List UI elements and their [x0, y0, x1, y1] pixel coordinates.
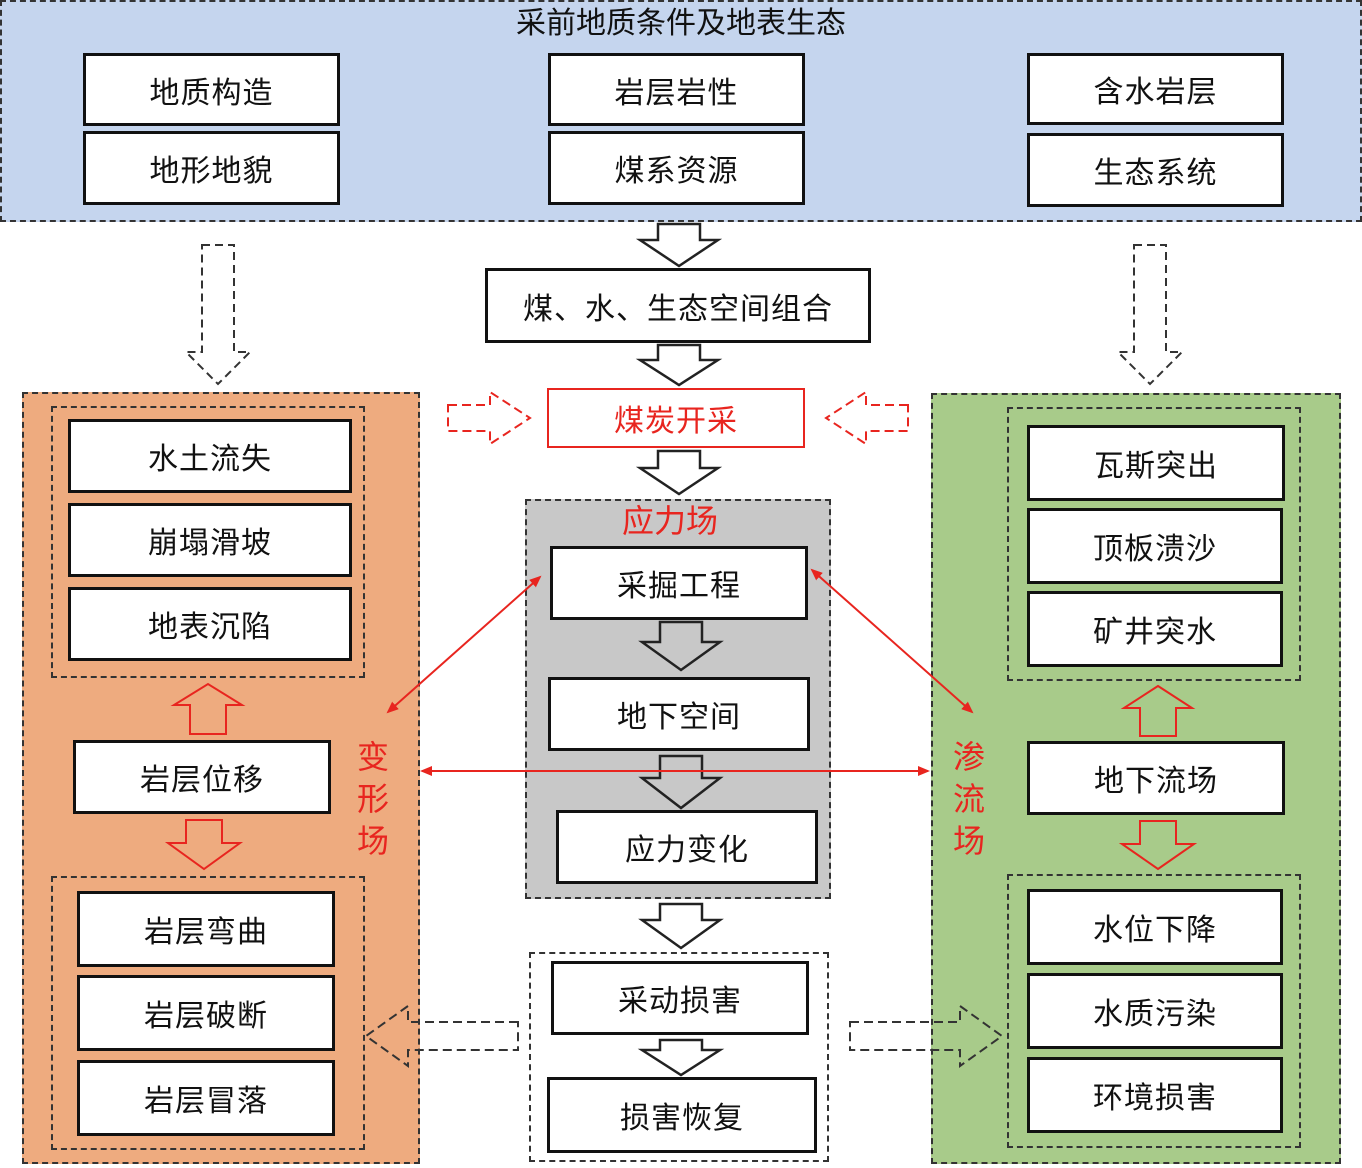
down-arrow-combo-to-mining: [635, 343, 723, 387]
box-underground-flow: 地下流场: [1027, 741, 1285, 815]
box-mine-water-inrush: 矿井突水: [1027, 591, 1283, 667]
box-damage-recovery: 损害恢复: [547, 1077, 817, 1153]
left-top-group: [51, 406, 365, 678]
box-ecosystem: 生态系统: [1027, 133, 1284, 207]
box-strata-displacement: 岩层位移: [73, 740, 331, 814]
box-coal-resources: 煤系资源: [548, 131, 805, 205]
down-arrow-damage-to-recovery: [637, 1038, 725, 1077]
down-arrow-dashed-right: [1115, 244, 1185, 386]
damage-panel: [529, 952, 829, 1162]
box-spatial-combination: 煤、水、生态空间组合: [485, 268, 871, 343]
down-arrow-top-to-combo: [635, 222, 723, 268]
red-link-excavation-deformation: [386, 575, 542, 714]
top-title: 采前地质条件及地表生态: [516, 6, 846, 41]
box-coal-mining: 煤炭开采: [547, 388, 805, 448]
box-water-level-drop: 水位下降: [1027, 889, 1283, 965]
down-arrow-dashed-left: [183, 244, 253, 386]
box-strata-fracture: 岩层破断: [77, 975, 335, 1051]
red-up-arrow-right: [1120, 684, 1196, 737]
red-down-arrow-left: [164, 819, 244, 871]
box-underground-space: 地下空间: [548, 677, 810, 751]
right-top-group: [1007, 407, 1301, 681]
down-arrow-excavation-to-space: [638, 620, 724, 672]
down-arrow-space-to-stress-change: [638, 754, 724, 810]
box-surface-subsidence: 地表沉陷: [68, 587, 352, 661]
box-environment-damage: 环境损害: [1027, 1057, 1283, 1133]
red-link-excavation-seepage: [810, 568, 974, 714]
left-bottom-group: [51, 876, 365, 1150]
box-mining-damage: 采动损害: [551, 961, 809, 1035]
red-down-arrow-right: [1118, 820, 1198, 871]
box-lithology: 岩层岩性: [548, 53, 805, 126]
box-strata-bending: 岩层弯曲: [77, 891, 335, 967]
red-up-arrow-left: [170, 682, 246, 735]
down-arrow-stress-to-damage: [638, 902, 724, 950]
stress-field-label: 应力场: [621, 502, 718, 540]
red-dashed-arrow-left: [447, 390, 532, 446]
box-geological-structure: 地质构造: [83, 53, 340, 126]
box-aquifer: 含水岩层: [1027, 53, 1284, 125]
box-stress-change: 应力变化: [556, 810, 818, 884]
box-topography: 地形地貌: [83, 131, 340, 205]
down-arrow-mining-to-stress: [635, 449, 723, 496]
seepage-field-label: 渗流场: [952, 738, 985, 860]
dashed-arrow-to-right: [849, 1004, 1004, 1068]
deformation-field-label: 变形场: [356, 738, 389, 860]
right-bottom-group: [1007, 874, 1301, 1148]
box-strata-caving: 岩层冒落: [77, 1060, 335, 1136]
box-gas-outburst: 瓦斯突出: [1027, 425, 1285, 501]
box-excavation: 采掘工程: [550, 546, 808, 620]
box-water-pollution: 水质污染: [1027, 973, 1283, 1049]
box-soil-erosion: 水土流失: [68, 419, 352, 493]
dashed-arrow-to-left: [364, 1004, 519, 1068]
box-landslide: 崩塌滑坡: [68, 503, 352, 577]
box-roof-sand-inrush: 顶板溃沙: [1027, 508, 1283, 584]
red-dashed-arrow-right: [824, 390, 909, 446]
